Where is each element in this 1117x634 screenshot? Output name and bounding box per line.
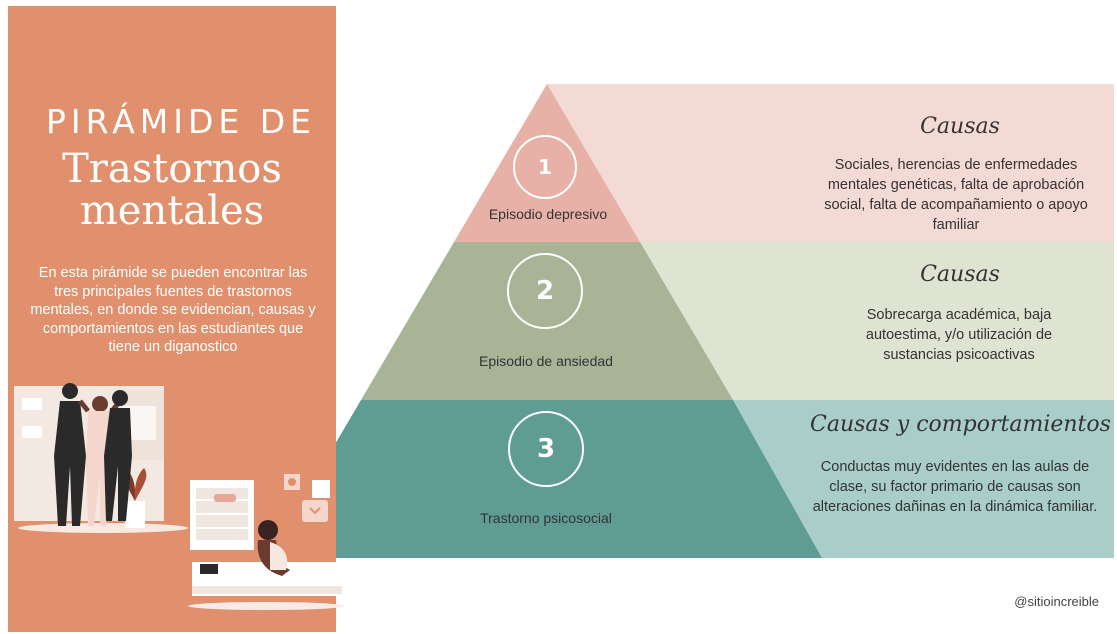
level-1-cause-title: Causas [920, 114, 1000, 139]
level-2-number: 2 [507, 253, 583, 329]
level-1-number: 1 [513, 135, 577, 199]
level-2-cause-text: Sobrecarga académica, baja autoestima, y… [865, 307, 1053, 363]
left-panel: PIRÁMIDE DE Trastornos mentales En esta … [8, 6, 336, 632]
level-1-episode-label: Episodio depresivo [488, 206, 608, 222]
people-illustration [14, 383, 188, 533]
level1-band [547, 84, 1114, 242]
level-3-cause-title: Causas y comportamientos [810, 412, 1111, 437]
author-handle: @sitioincreible [1014, 594, 1099, 609]
level2-band [640, 242, 1114, 400]
level-3-episode-label: Trastorno psicosocial [480, 510, 612, 526]
girl-illustration [188, 474, 344, 610]
level3-band [733, 400, 1114, 558]
level-2-cause-title: Causas [920, 262, 1000, 287]
level-3-number: 3 [508, 411, 584, 487]
level-1-cause-text: Sociales, herencias de enfermedades ment… [824, 157, 1088, 233]
level-3-cause-text: Conductas muy evidentes en las aulas de … [812, 459, 1098, 515]
level-2-episode-label: Episodio de ansiedad [479, 353, 613, 369]
title-line-1: PIRÁMIDE DE [46, 102, 317, 141]
title-line-2: Trastornos mentales [62, 146, 282, 234]
description-text: En esta pirámide se pueden encontrar las… [30, 265, 316, 355]
